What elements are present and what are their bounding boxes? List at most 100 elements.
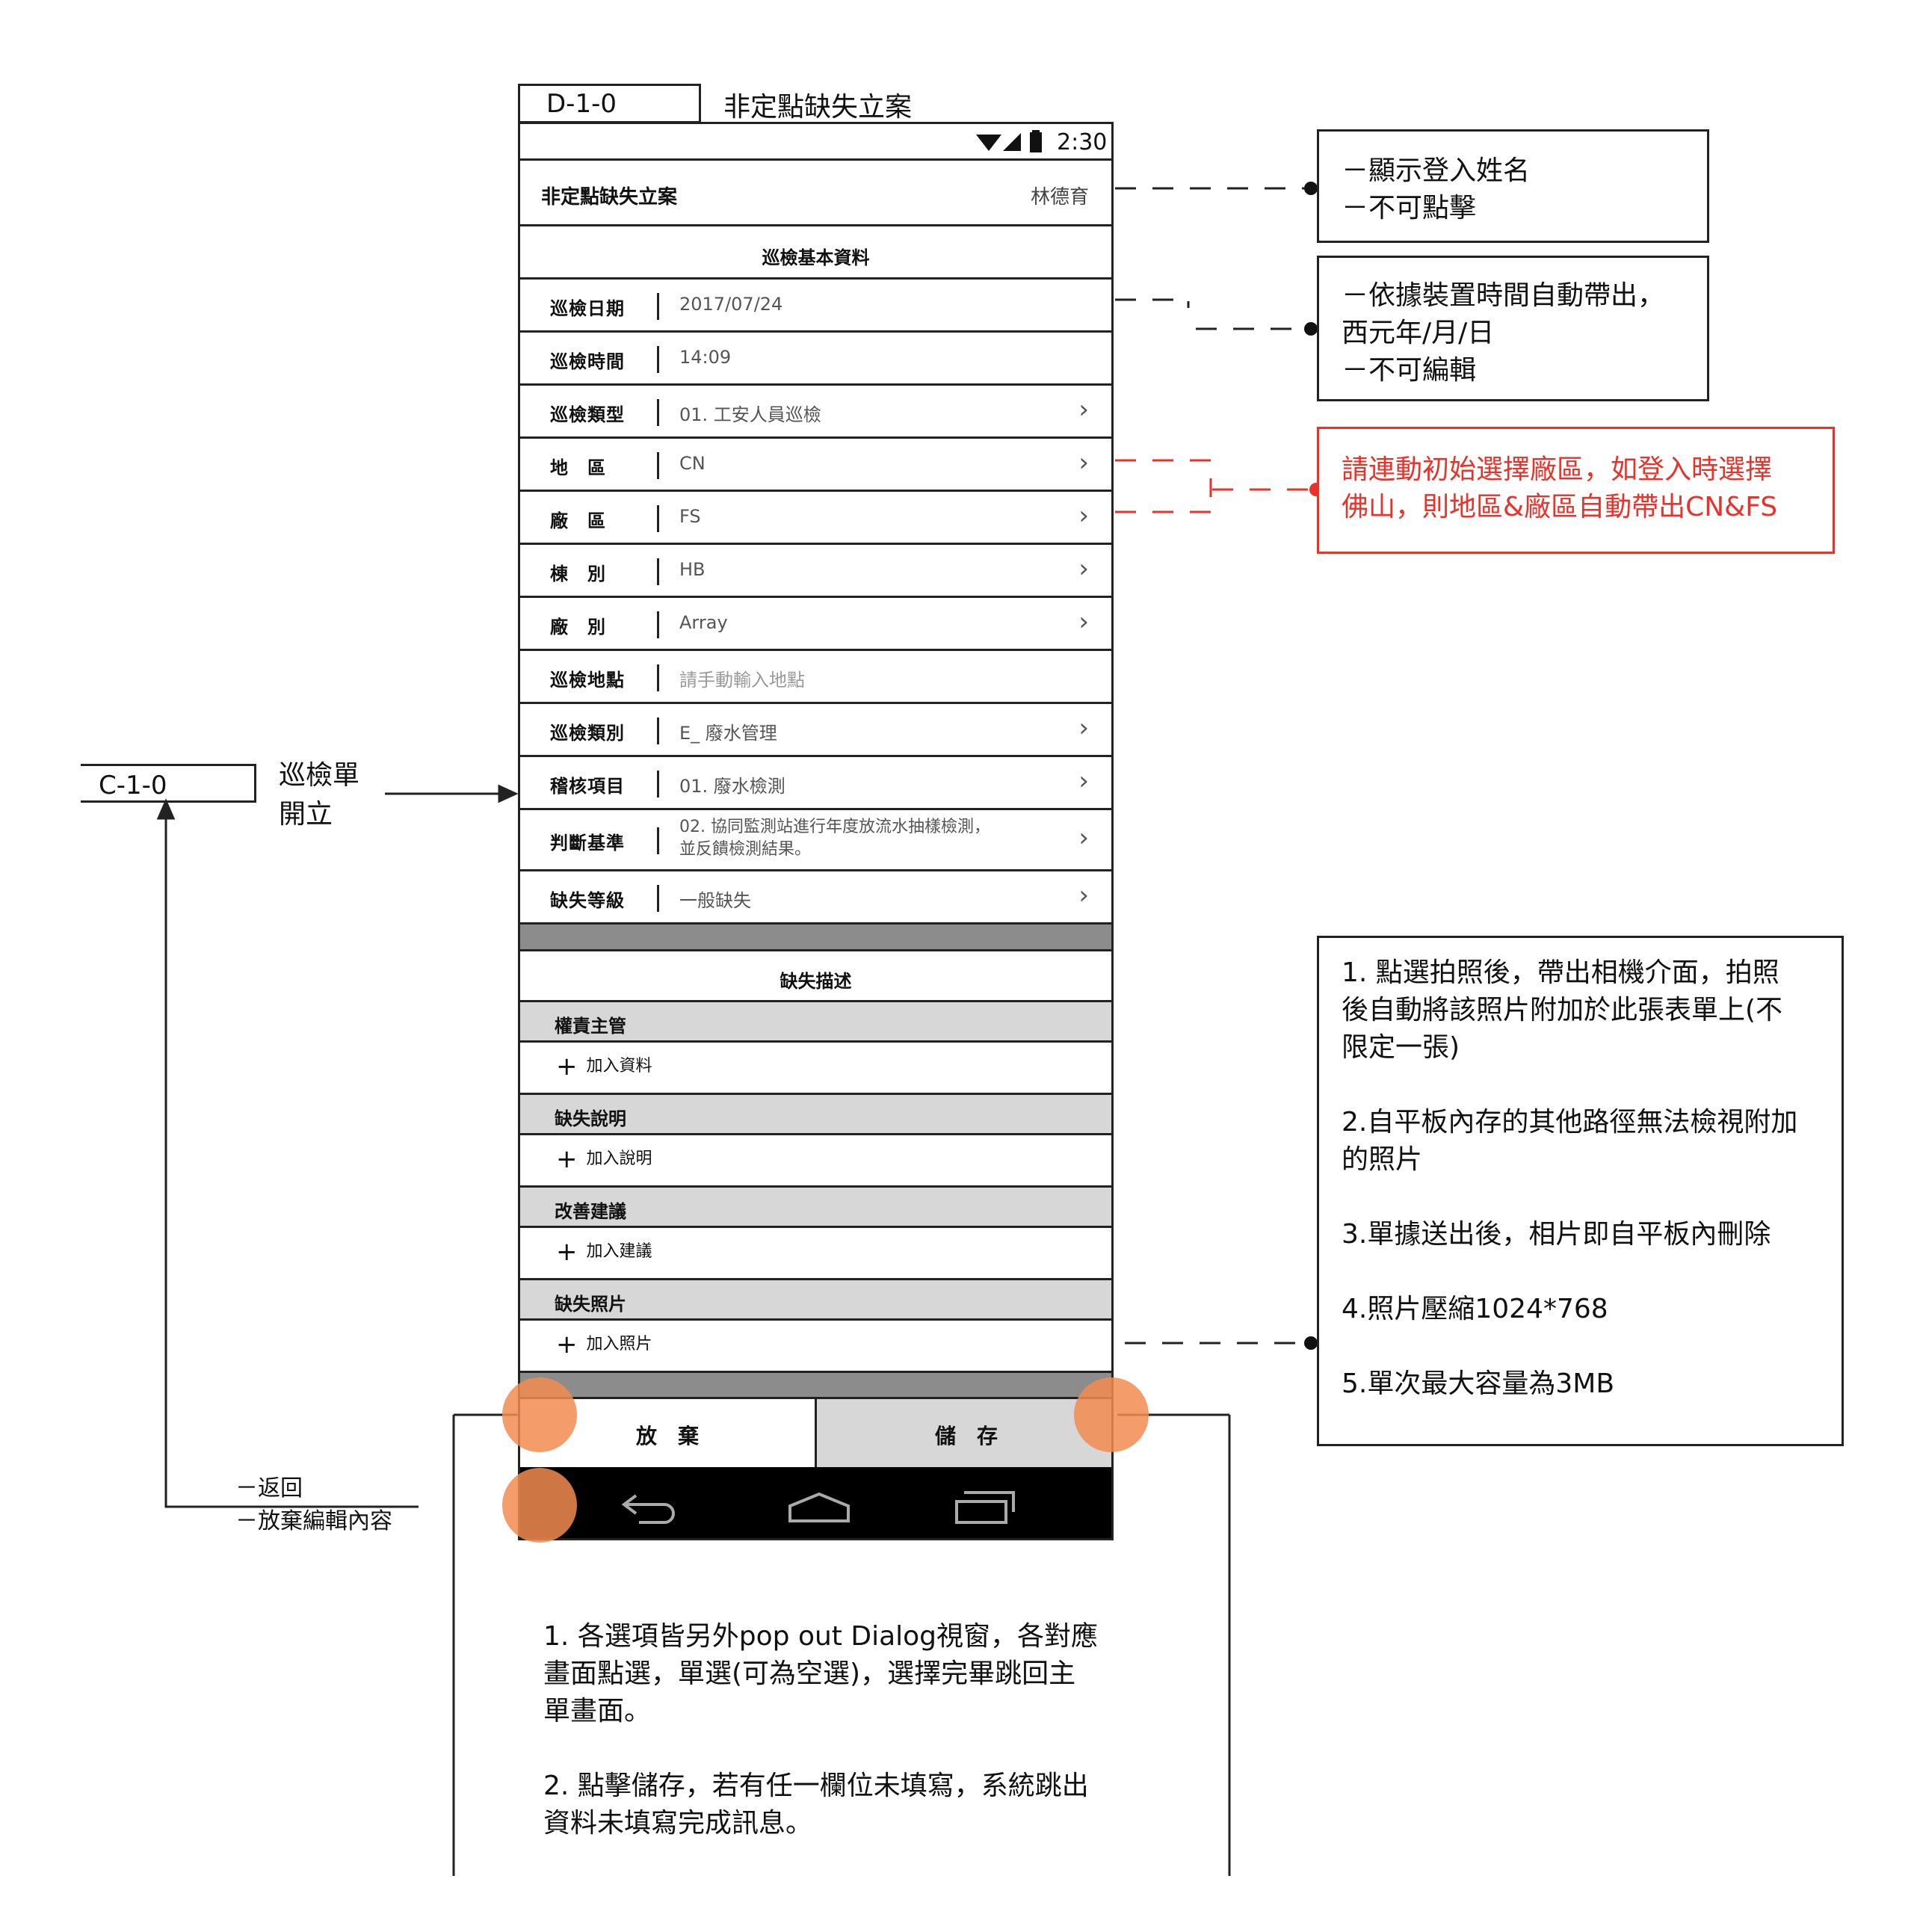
chevron-right-icon: › [1078,765,1089,796]
annotation-region-note: 請連動初始選擇廠區，如登入時選擇 佛山，則地區&廠區自動帶出CN&FS [1317,427,1835,554]
nav-bar [520,1467,1111,1538]
add-entry-row[interactable]: +加入照片 [520,1321,1111,1373]
form-field-row: 巡檢時間 14:09 [520,333,1111,386]
form-field-row[interactable]: 稽核項目 01. 廢水檢測 › [520,757,1111,810]
basic-section-title: 巡檢基本資料 [762,247,870,268]
annotation-date-note: －依據裝置時間自動帶出， 西元年/月/日 －不可編輯 [1317,256,1709,401]
add-entry-row[interactable]: +加入資料 [520,1043,1111,1095]
save-button[interactable]: 儲 存 [817,1399,1111,1467]
highlight-marker [1074,1377,1149,1452]
field-value: 14:09 [679,346,732,368]
connector-dot [1304,322,1318,336]
form-field-row[interactable]: 巡檢類型 01. 工安人員巡檢 › [520,386,1111,439]
chevron-right-icon: › [1078,553,1089,584]
chevron-right-icon: › [1078,823,1089,853]
prev-screen-id: C-1-0 [99,771,167,800]
add-entry-label: 加入建議 [586,1242,652,1261]
field-divider [657,827,659,854]
field-label: 地 區 [550,457,606,478]
home-icon[interactable] [785,1491,853,1524]
subsection-title: 改善建議 [555,1201,626,1222]
phone-mockup: 2:30 非定點缺失立案 林德育 巡檢基本資料 巡檢日期 2017/07/24 巡檢… [518,122,1114,1540]
field-value: 01. 廢水檢測 [679,775,785,797]
app-header: 非定點缺失立案 林德育 [520,161,1111,226]
annotation-name-note: －顯示登入姓名 －不可點擊 [1317,129,1709,243]
highlight-marker [502,1468,577,1543]
app-title: 非定點缺失立案 [541,186,678,209]
field-value: HB [679,558,706,580]
section-separator [520,1373,1111,1399]
field-label: 巡檢日期 [550,297,625,319]
field-divider [657,451,659,479]
field-divider [657,558,659,585]
field-label: 廠 區 [550,510,606,531]
chevron-right-icon: › [1078,500,1089,531]
field-value: 02. 協同監測站進行年度放流水抽樣檢測， 並反饋檢測結果。 [679,818,990,859]
field-divider [657,664,659,691]
plus-icon: + [556,1330,578,1360]
bottom-buttons: 放 棄 儲 存 [520,1399,1111,1467]
field-value: Array [679,611,728,633]
annotation-back-note: －返回 －放棄編輯內容 [235,1475,392,1534]
subsection-title: 權責主管 [555,1016,626,1037]
battery-icon [1030,130,1042,152]
field-label: 巡檢地點 [550,669,625,691]
field-value: 一般缺失 [679,889,751,911]
prev-screen-box: C-1-0 [81,764,256,803]
recents-icon[interactable] [954,1490,1016,1525]
defect-section-title: 缺失描述 [780,971,852,992]
field-divider [657,504,659,532]
field-value: FS [679,505,701,527]
form-field-row[interactable]: 棟 別 HB › [520,545,1111,598]
chevron-right-icon: › [1078,447,1089,478]
field-divider [657,292,659,320]
field-divider [657,398,659,426]
defect-section-header: 缺失描述 [520,951,1111,1002]
subsection-title: 缺失說明 [555,1108,626,1129]
field-label: 缺失等級 [550,889,625,911]
highlight-marker [502,1377,577,1452]
field-value: CN [679,452,706,474]
field-label: 稽核項目 [550,775,625,797]
defect-subsection-label: 權責主管 [520,1002,1111,1043]
status-time: 2:30 [1057,129,1108,155]
field-label: 巡檢時間 [550,351,625,372]
section-separator [520,925,1111,951]
screen-id-box: D-1-0 [518,84,701,123]
prev-screen-label: 巡檢單 開立 [279,760,360,830]
basic-section-header: 巡檢基本資料 [520,226,1111,280]
field-value: 01. 工安人員巡檢 [679,404,821,425]
annotation-photo-note: 1. 點選拍照後，帶出相機介面，拍照 後自動將該照片附加於此張表單上(不 限定一… [1317,936,1844,1446]
form-field-row[interactable]: 缺失等級一般缺失› [520,871,1111,925]
field-divider [657,884,659,912]
screen-title: 非定點缺失立案 [723,92,913,123]
subsection-title: 缺失照片 [555,1294,626,1315]
defect-subsection-label: 改善建議 [520,1188,1111,1228]
back-icon[interactable] [621,1491,681,1524]
form-field-row[interactable]: 地 區 CN › [520,439,1111,492]
annotation-bottom-note: 1. 各選項皆另外pop out Dialog視窗，各對應 畫面點選，單選(可為… [543,1621,1099,1839]
field-value: 2017/07/24 [679,293,783,315]
field-value[interactable]: 請手動輸入地點 [679,669,805,691]
wifi-icon [976,135,1001,151]
field-label: 棟 別 [550,563,606,584]
form-field-row[interactable]: 廠 區 FS › [520,492,1111,545]
field-label: 巡檢類別 [550,722,625,744]
add-entry-label: 加入資料 [586,1057,652,1075]
chevron-right-icon: › [1078,712,1089,743]
field-divider [657,611,659,638]
form-field-row: 巡檢地點 請手動輸入地點 [520,651,1111,704]
chevron-right-icon: › [1078,606,1089,637]
screen-id: D-1-0 [546,89,617,119]
field-label: 巡檢類型 [550,404,625,425]
field-divider [657,770,659,797]
add-entry-row[interactable]: +加入建議 [520,1228,1111,1280]
defect-subsection-label: 缺失照片 [520,1280,1111,1321]
add-entry-label: 加入說明 [586,1149,652,1168]
add-entry-row[interactable]: + 加入說明 [520,1135,1111,1188]
chevron-right-icon: › [1078,394,1089,425]
plus-icon: + [556,1144,578,1174]
